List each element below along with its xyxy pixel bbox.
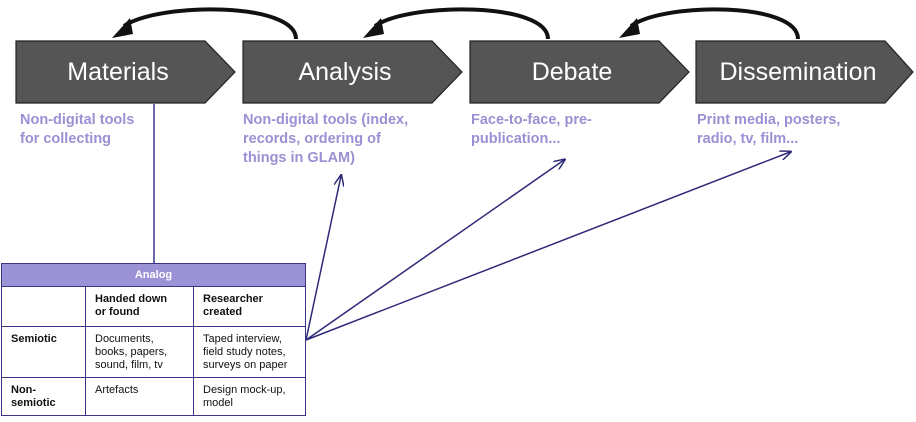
table-row-header: Semiotic bbox=[1, 326, 86, 378]
table-cell: Artefacts bbox=[85, 377, 194, 416]
materials-description: Non-digital tools for collecting bbox=[20, 111, 134, 149]
analysis-description: Non-digital tools (index, records, order… bbox=[243, 111, 408, 168]
description-line: radio, tv, film... bbox=[697, 131, 799, 147]
cell-line: Taped interview, bbox=[203, 333, 282, 345]
table-row: Semiotic Documents, books, papers, sound… bbox=[1, 326, 306, 378]
table-col-header: Researcher created bbox=[193, 286, 306, 327]
debate-description: Face-to-face, pre- publication... bbox=[471, 111, 592, 149]
description-line: Non-digital tools bbox=[20, 112, 135, 128]
description-line: records, ordering of bbox=[243, 131, 381, 147]
feedback-arrow-debate-to-analysis bbox=[363, 7, 550, 40]
table-cell: Taped interview, field study notes, surv… bbox=[193, 326, 306, 378]
table-row-header: Non- semiotic bbox=[1, 377, 86, 416]
cell-line: model bbox=[203, 397, 233, 409]
table-cell: Documents, books, papers, sound, film, t… bbox=[85, 326, 194, 378]
feedback-arrow-analysis-to-materials bbox=[112, 7, 298, 40]
table-row: Non- semiotic Artefacts Design mock-up, … bbox=[1, 377, 306, 416]
cell-line: Artefacts bbox=[95, 384, 139, 396]
row-header-line: semiotic bbox=[11, 397, 56, 409]
description-line: Non-digital tools (index, bbox=[243, 112, 409, 128]
table-title-row: Analog bbox=[1, 263, 306, 287]
arrow-to-dissemination bbox=[305, 152, 790, 341]
description-line: for collecting bbox=[20, 131, 112, 147]
header-line: Researcher bbox=[203, 293, 263, 305]
description-line: Face-to-face, pre- bbox=[471, 112, 592, 128]
header-line: Handed down bbox=[95, 293, 168, 305]
cell-line: books, papers, bbox=[95, 346, 168, 358]
cell-line: Documents, bbox=[95, 333, 154, 345]
cell-line: surveys on paper bbox=[203, 359, 288, 371]
stage-analysis-label: Analysis bbox=[298, 58, 392, 86]
table-header-row: Handed down or found Researcher created bbox=[1, 286, 306, 327]
arrow-to-analysis bbox=[305, 176, 341, 341]
arrow-to-debate bbox=[305, 160, 564, 341]
stage-dissemination-label: Dissemination bbox=[719, 58, 877, 86]
row-header-line: Non- bbox=[11, 384, 37, 396]
cell-line: Design mock-up, bbox=[203, 384, 286, 396]
description-line: things in GLAM) bbox=[243, 150, 355, 166]
table-col-header: Handed down or found bbox=[85, 286, 194, 327]
table-corner-cell bbox=[1, 286, 86, 327]
header-line: created bbox=[203, 306, 243, 318]
row-header-line: Semiotic bbox=[11, 333, 57, 345]
stage-debate-label: Debate bbox=[531, 58, 613, 86]
table-title: Analog bbox=[1, 263, 306, 287]
description-line: Print media, posters, bbox=[697, 112, 841, 128]
dissemination-description: Print media, posters, radio, tv, film... bbox=[697, 111, 840, 149]
cell-line: sound, film, tv bbox=[95, 359, 163, 371]
stage-materials-label: Materials bbox=[67, 58, 169, 86]
cell-line: field study notes, bbox=[203, 346, 286, 358]
header-line: or found bbox=[95, 306, 140, 318]
table-cell: Design mock-up, model bbox=[193, 377, 306, 416]
analog-table: Analog Handed down or found Researcher c… bbox=[1, 263, 306, 416]
feedback-arrow-dissemination-to-debate bbox=[619, 7, 800, 40]
description-line: publication... bbox=[471, 131, 561, 147]
